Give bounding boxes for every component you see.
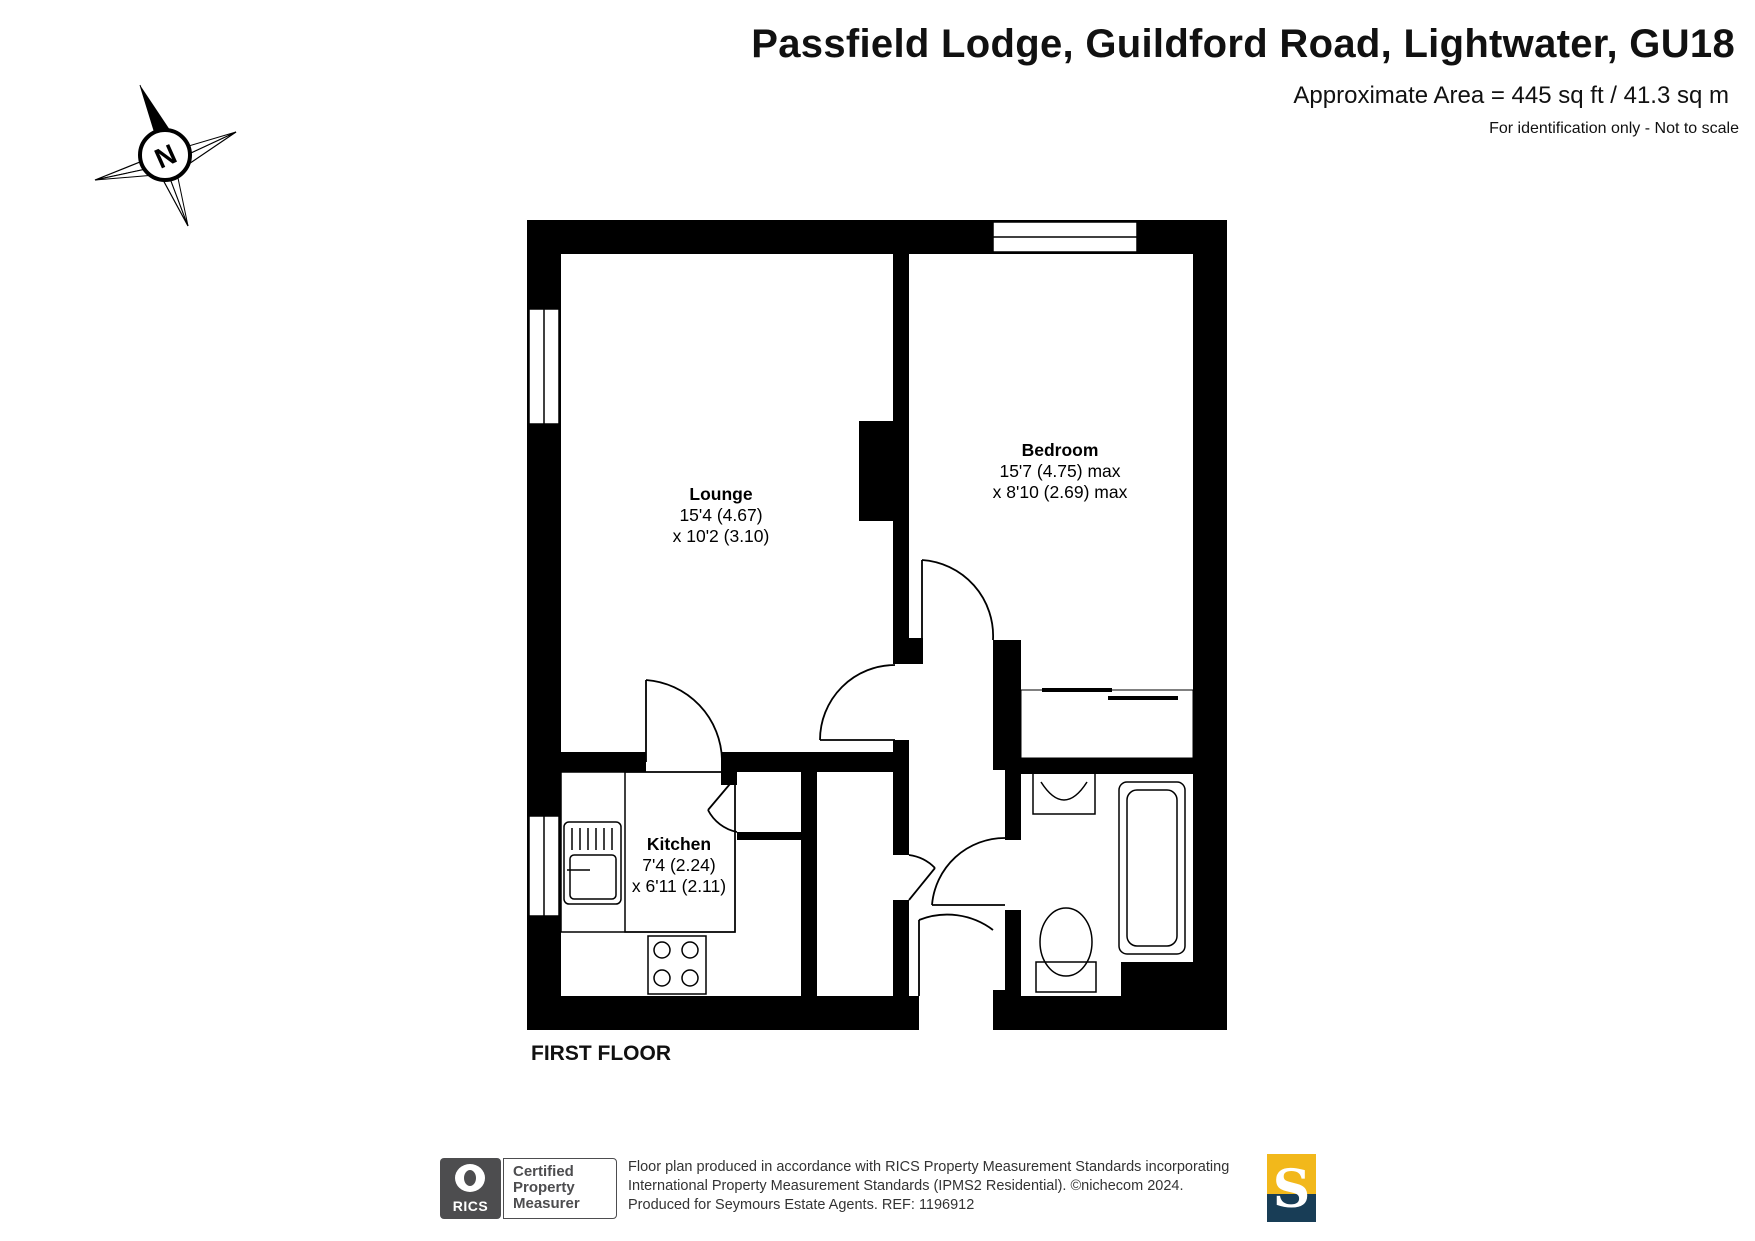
lounge-dimension-2: x 10'2 (3.10) <box>673 526 770 546</box>
disclaimer-line: Produced for Seymours Estate Agents. REF… <box>628 1197 975 1213</box>
wardrobe-doors <box>1042 688 1178 700</box>
wash-basin-icon <box>1032 771 1096 815</box>
bathroom-fittings <box>1032 771 1186 993</box>
windows <box>528 221 1138 917</box>
agent-logo: S <box>1267 1154 1316 1222</box>
property-title: Passfield Lodge, Guildford Road, Lightwa… <box>751 22 1735 66</box>
disclaimer-line: International Property Measurement Stand… <box>628 1178 1184 1194</box>
cert-line: Certified <box>513 1163 574 1180</box>
kitchen-dimension-1: 7'4 (2.24) <box>642 855 715 875</box>
rics-certification: RICS Certified Property Measurer <box>440 1158 617 1219</box>
bedroom-name: Bedroom <box>1022 440 1099 460</box>
kitchen-sink-icon <box>563 821 622 905</box>
rics-logo-icon: RICS <box>440 1158 501 1219</box>
scale-disclaimer: For identification only - Not to scale <box>1489 120 1739 137</box>
cert-line: Measurer <box>513 1195 580 1212</box>
footer-disclaimer: Floor plan produced in accordance with R… <box>628 1158 1229 1215</box>
certified-measurer-box: Certified Property Measurer <box>503 1158 617 1219</box>
bath-icon <box>1118 781 1186 955</box>
kitchen-name: Kitchen <box>647 834 711 854</box>
hob-icon <box>647 935 707 995</box>
toilet-icon <box>1035 961 1097 993</box>
walls <box>527 220 1227 1030</box>
kitchen-fittings <box>560 771 736 995</box>
cert-line: Property <box>513 1179 575 1196</box>
lounge-dimension-1: 15'4 (4.67) <box>679 505 762 525</box>
lounge-name: Lounge <box>689 484 752 504</box>
disclaimer-line: Floor plan produced in accordance with R… <box>628 1159 1230 1175</box>
room-labels: Lounge 15'4 (4.67) x 10'2 (3.10) Bedroom… <box>632 440 1128 896</box>
rics-badge-text: RICS <box>452 1198 489 1214</box>
bedroom-dimension-1: 15'7 (4.75) max <box>999 461 1120 481</box>
approximate-area: Approximate Area = 445 sq ft / 41.3 sq m <box>1293 82 1729 109</box>
doors <box>645 559 1006 996</box>
wardrobe <box>1020 689 1194 759</box>
agent-logo-letter: S <box>1272 1159 1311 1220</box>
compass-rose-icon: N <box>94 84 237 227</box>
kitchen-dimension-2: x 6'11 (2.11) <box>632 876 726 896</box>
bedroom-dimension-2: x 8'10 (2.69) max <box>993 482 1128 502</box>
floor-label: FIRST FLOOR <box>531 1042 671 1065</box>
